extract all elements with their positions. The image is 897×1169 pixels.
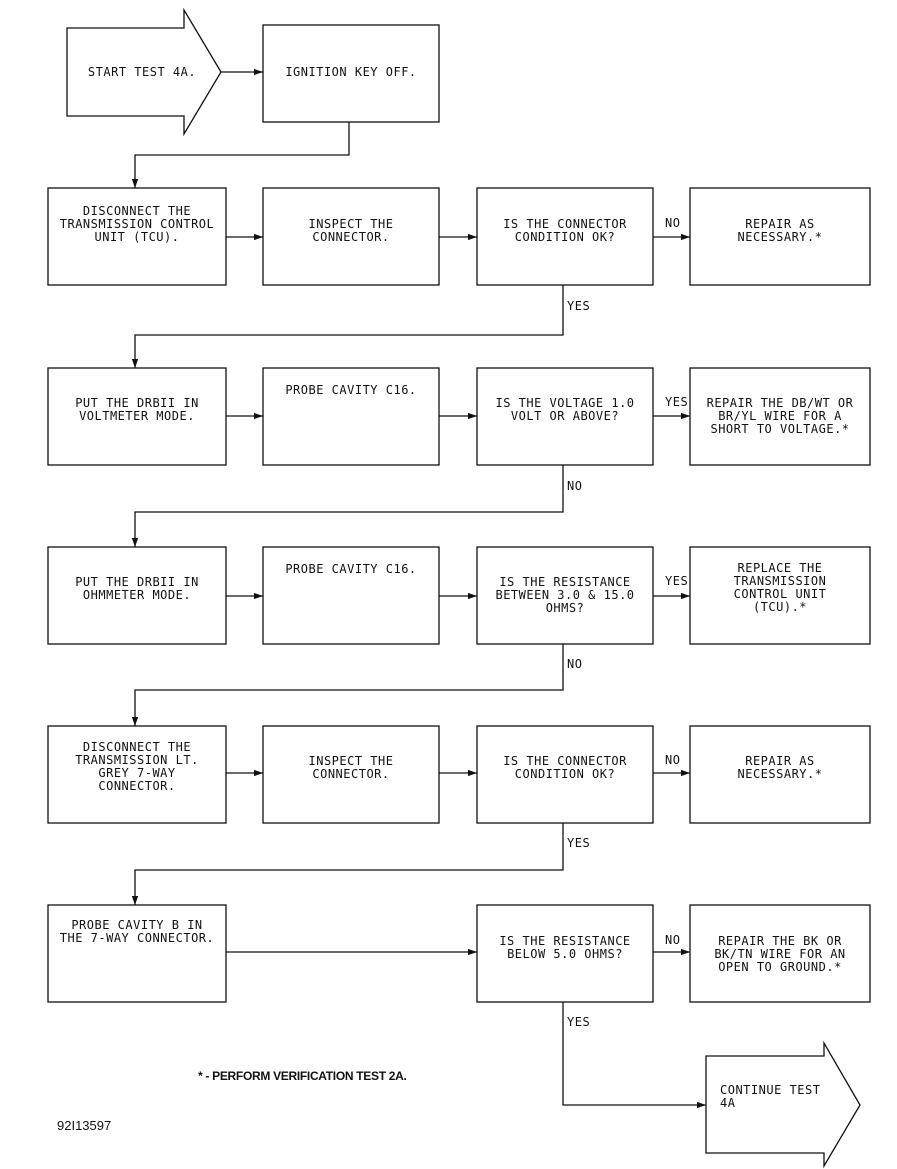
r1-no-label: NO [665, 216, 681, 230]
r4-question-label: IS THE CONNECTOR CONDITION OK? [503, 754, 627, 781]
r2-probe-label: PROBE CAVITY C16. [285, 383, 417, 397]
edge-r4-yes [131, 823, 564, 905]
r3-probe-label: PROBE CAVITY C16. [285, 562, 417, 576]
r2-question-label: IS THE VOLTAGE 1.0 VOLT OR ABOVE? [495, 396, 635, 423]
r5-repair-box [689, 904, 871, 1003]
r4-inspect-box [262, 725, 440, 824]
r2-put-label: PUT THE DRBII IN VOLTMETER MODE. [75, 396, 199, 423]
r1-repair-label: REPAIR AS NECESSARY.* [737, 217, 823, 244]
r2-repair-label: REPAIR THE DB/WT OR BR/YL WIRE FOR A SHO… [706, 396, 854, 436]
r4-yes-label: YES [567, 836, 591, 850]
start-label: START TEST 4A. [87, 65, 197, 79]
r4-repair-box [689, 725, 871, 824]
r3-yes-label: YES [665, 574, 689, 588]
edge-r2-no [131, 465, 564, 547]
edge-r3-no [131, 644, 564, 726]
r1-yes-label: YES [567, 299, 591, 313]
r5-repair-label: REPAIR THE BK OR BK/TN WIRE FOR AN OPEN … [714, 934, 846, 974]
r4-question-box [476, 725, 654, 824]
footnote: * - PERFORM VERIFICATION TEST 2A. [198, 1069, 407, 1083]
r3-question-label: IS THE RESISTANCE BETWEEN 3.0 & 15.0 OHM… [495, 575, 635, 615]
ignition-label: IGNITION KEY OFF. [285, 65, 417, 79]
r2-yes-label: YES [665, 395, 689, 409]
continue-label: CONTINUE TEST 4A [720, 1083, 821, 1110]
r3-put-label: PUT THE DRBII IN OHMMETER MODE. [75, 575, 199, 602]
figure-code: 92I13597 [57, 1118, 112, 1133]
r4-disconnect-box [47, 725, 227, 824]
r3-no-label: NO [567, 657, 583, 671]
edge-ignition-r1 [131, 122, 350, 188]
edge-r1-yes [131, 285, 564, 368]
r4-no-label: NO [665, 753, 681, 767]
r5-no-label: NO [665, 933, 681, 947]
ignition-box [262, 24, 440, 123]
r5-probe-box [47, 904, 227, 1003]
r5-probe-label: PROBE CAVITY B IN THE 7-WAY CONNECTOR. [59, 918, 215, 945]
r5-yes-label: YES [567, 1015, 591, 1029]
r1-question-label: IS THE CONNECTOR CONDITION OK? [503, 217, 627, 244]
start-arrow-shape [66, 7, 222, 137]
continue-arrow-shape [705, 1040, 861, 1169]
r5-question-box [476, 904, 654, 1003]
r4-inspect-label: INSPECT THE CONNECTOR. [308, 754, 394, 781]
r5-question-label: IS THE RESISTANCE BELOW 5.0 OHMS? [499, 934, 631, 961]
r3-replace-label: REPLACE THE TRANSMISSION CONTROL UNIT (T… [733, 561, 827, 614]
r2-no-label: NO [567, 479, 583, 493]
r4-disconnect-label: DISCONNECT THE TRANSMISSION LT. GREY 7-W… [75, 740, 199, 793]
r1-disconnect-label: DISCONNECT THE TRANSMISSION CONTROL UNIT… [59, 204, 215, 244]
edge-r5-yes [562, 1002, 706, 1109]
r4-repair-label: REPAIR AS NECESSARY.* [737, 754, 823, 781]
r1-inspect-label: INSPECT THE CONNECTOR. [308, 217, 394, 244]
